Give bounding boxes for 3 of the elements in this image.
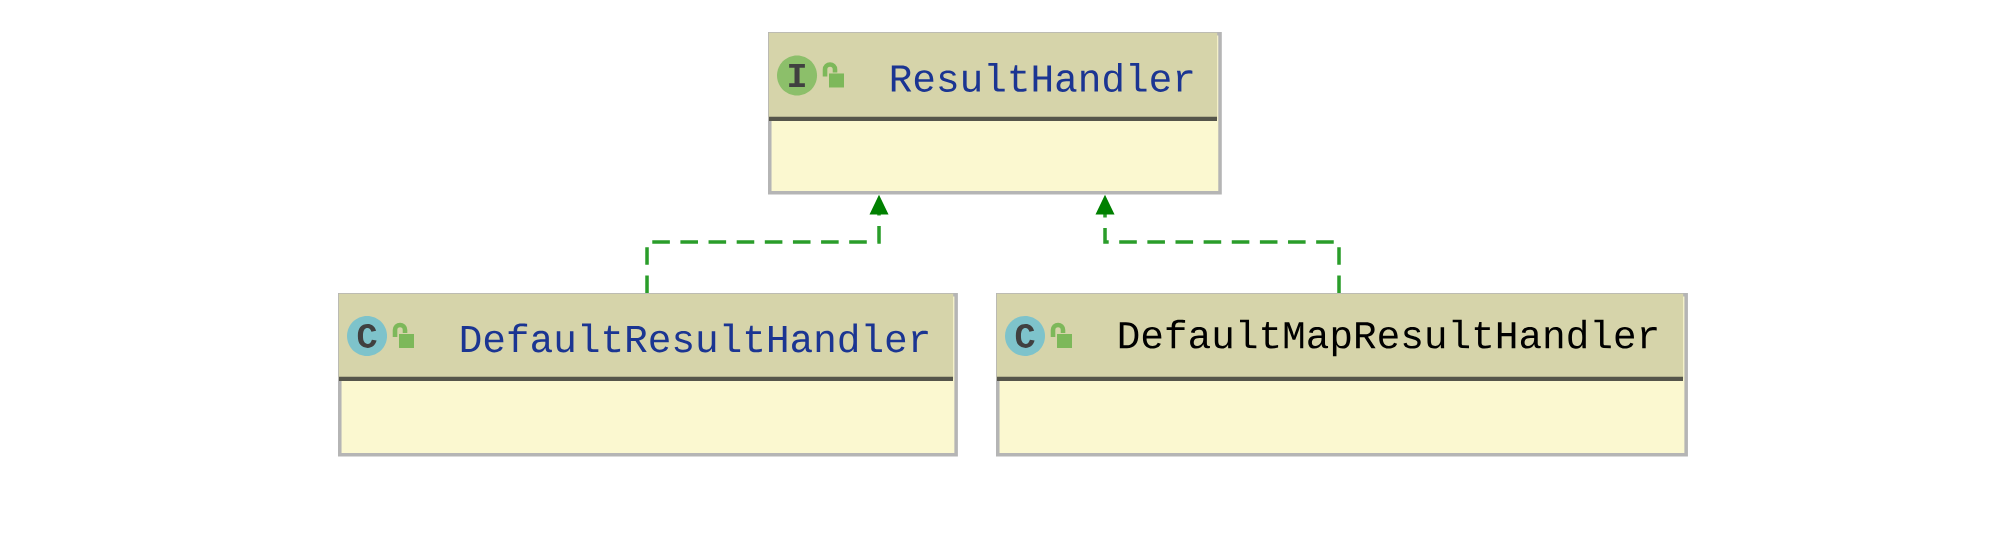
type-badge: I <box>777 55 817 96</box>
type-badge: C <box>347 316 388 356</box>
type-badge: C <box>1005 316 1045 356</box>
